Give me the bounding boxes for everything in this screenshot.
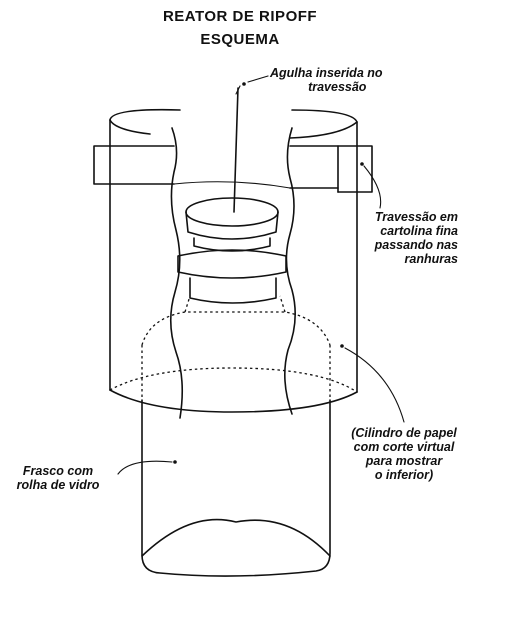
flask: [141, 295, 331, 577]
crossbar-left-end: [93, 145, 175, 185]
label-cylinder-line-2: com corte virtual: [353, 440, 455, 454]
label-cylinder-line-3: para mostrar: [365, 454, 443, 468]
title-line-1: REATOR DE RIPOFF: [162, 8, 318, 25]
label-cylinder: (Cilindro de papel com corte virtual par…: [336, 426, 472, 482]
flask-shoulder-hidden: [141, 311, 331, 346]
leader-needle-dot: [242, 82, 246, 86]
cylinder-bottom-back: [109, 367, 358, 393]
crossbar-center-edge: [173, 181, 291, 189]
label-flask-line-2: rolha de vidro: [16, 478, 100, 492]
stopper-cap-side: [185, 211, 279, 240]
stopper-top: [185, 197, 279, 227]
label-needle: Agulha inserida no travessão: [270, 66, 383, 94]
leader-cylinder: [344, 347, 405, 423]
diagram-title: REATOR DE RIPOFF ESQUEMA: [130, 8, 350, 48]
cylinder-bottom-front: [109, 389, 358, 413]
leader-crossbar-dot: [360, 162, 364, 166]
leader-crossbar: [363, 165, 382, 209]
crossbar-right-end: [289, 145, 373, 193]
label-crossbar-line-2: cartolina fina: [380, 224, 458, 238]
stopper-neck: [189, 277, 277, 304]
cylinder-top-rim-front-right: [289, 121, 358, 139]
cylinder-top-rim-right: [291, 109, 358, 123]
cylinder-top-rim-left: [109, 108, 181, 121]
label-needle-line-1: Agulha inserida no: [270, 66, 383, 80]
flask-bottom-punt: [141, 518, 331, 557]
label-crossbar-line-1: Travessão em: [374, 210, 458, 224]
crossbar: [93, 145, 373, 193]
cut-line-left: [169, 127, 184, 419]
flask-body-outline: [141, 399, 331, 577]
label-crossbar-line-3: passando nas: [374, 238, 458, 252]
paper-cylinder: [109, 108, 358, 419]
flask-neck-hidden: [184, 295, 286, 313]
flask-side-hidden: [141, 345, 331, 400]
needle: [233, 85, 241, 213]
needle-shaft: [233, 87, 239, 213]
label-flask: Frasco com rolha de vidro: [0, 464, 116, 492]
label-crossbar-line-4: ranhuras: [404, 252, 459, 266]
stopper-collar: [193, 237, 271, 252]
label-cylinder-line-4: o inferior): [374, 468, 434, 482]
leader-flask: [117, 460, 173, 475]
title-line-2: ESQUEMA: [200, 31, 280, 48]
leader-needle: [247, 75, 269, 83]
label-cylinder-line-1: (Cilindro de papel: [351, 426, 457, 440]
stopper-ring: [177, 249, 287, 279]
leader-flask-dot: [173, 460, 177, 464]
label-crossbar: Travessão em cartolina fina passando nas…: [340, 210, 458, 266]
leader-cylinder-dot: [340, 344, 344, 348]
leader-lines: [117, 75, 405, 475]
cylinder-top-rim-front-left: [109, 119, 151, 135]
needle-tip: [235, 85, 241, 95]
label-flask-line-1: Frasco com: [22, 464, 94, 478]
label-needle-line-2: travessão: [308, 80, 367, 94]
glass-stopper: [177, 197, 287, 304]
